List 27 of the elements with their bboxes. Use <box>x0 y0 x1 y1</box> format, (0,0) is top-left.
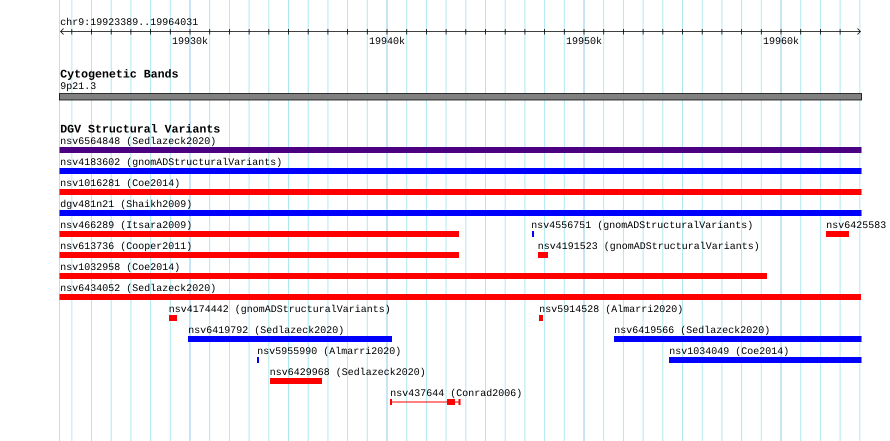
feature-label: nsv4556751 (gnomADStructuralVariants) <box>532 220 752 230</box>
feature-label: nsv4191523 (gnomADStructuralVariants) <box>538 242 758 252</box>
feature-label: nsv1032958 (Coe2014) <box>61 262 179 272</box>
tick-label: 19930k <box>172 36 208 44</box>
feature-label: nsv437644 (Conrad2006) <box>391 388 521 398</box>
feature-label: nsv4174442 (gnomADStructuralVariants) <box>170 304 390 314</box>
feature-label: nsv6429968 (Sedlazeck2020) <box>270 368 424 378</box>
feature-label: nsv613736 (Cooper2011) <box>61 242 191 252</box>
track-heading: Cytogenetic Bands <box>60 69 178 80</box>
tick-label: 19950k <box>566 36 602 44</box>
feature-label: nsv6419566 (Sedlazeck2020) <box>615 326 769 336</box>
feature-label: nsv6434052 (Sedlazeck2020) <box>61 284 215 294</box>
feature-label: nsv4183602 (gnomADStructuralVariants) <box>61 158 281 168</box>
track-heading: DGV Structural Variants <box>60 124 220 133</box>
band-label: 9p21.3 <box>60 82 96 92</box>
region-label: chr9:19923389..19964031 <box>60 18 198 26</box>
tick-label: 19960k <box>764 36 798 44</box>
feature-label: nsv466289 (Itsara2009) <box>61 220 191 230</box>
tick-label: 19940k <box>370 36 404 44</box>
feature-label: nsv5955990 (Almarri2020) <box>258 346 400 356</box>
feature-label: nsv6419792 (Sedlazeck2020) <box>189 326 343 336</box>
feature-label: nsv5914528 (Almarri2020) <box>540 304 682 314</box>
feature-label: nsv1034049 (Coe2014) <box>670 346 788 356</box>
feature-label: nsv1016281 (Coe2014) <box>61 178 179 188</box>
feature-label: nsv6425583 <box>827 221 886 228</box>
feature-label: dgv481n21 (Shaikh2009) <box>60 200 191 210</box>
feature-label: nsv6564848 (Sedlazeck2020) <box>61 136 215 146</box>
